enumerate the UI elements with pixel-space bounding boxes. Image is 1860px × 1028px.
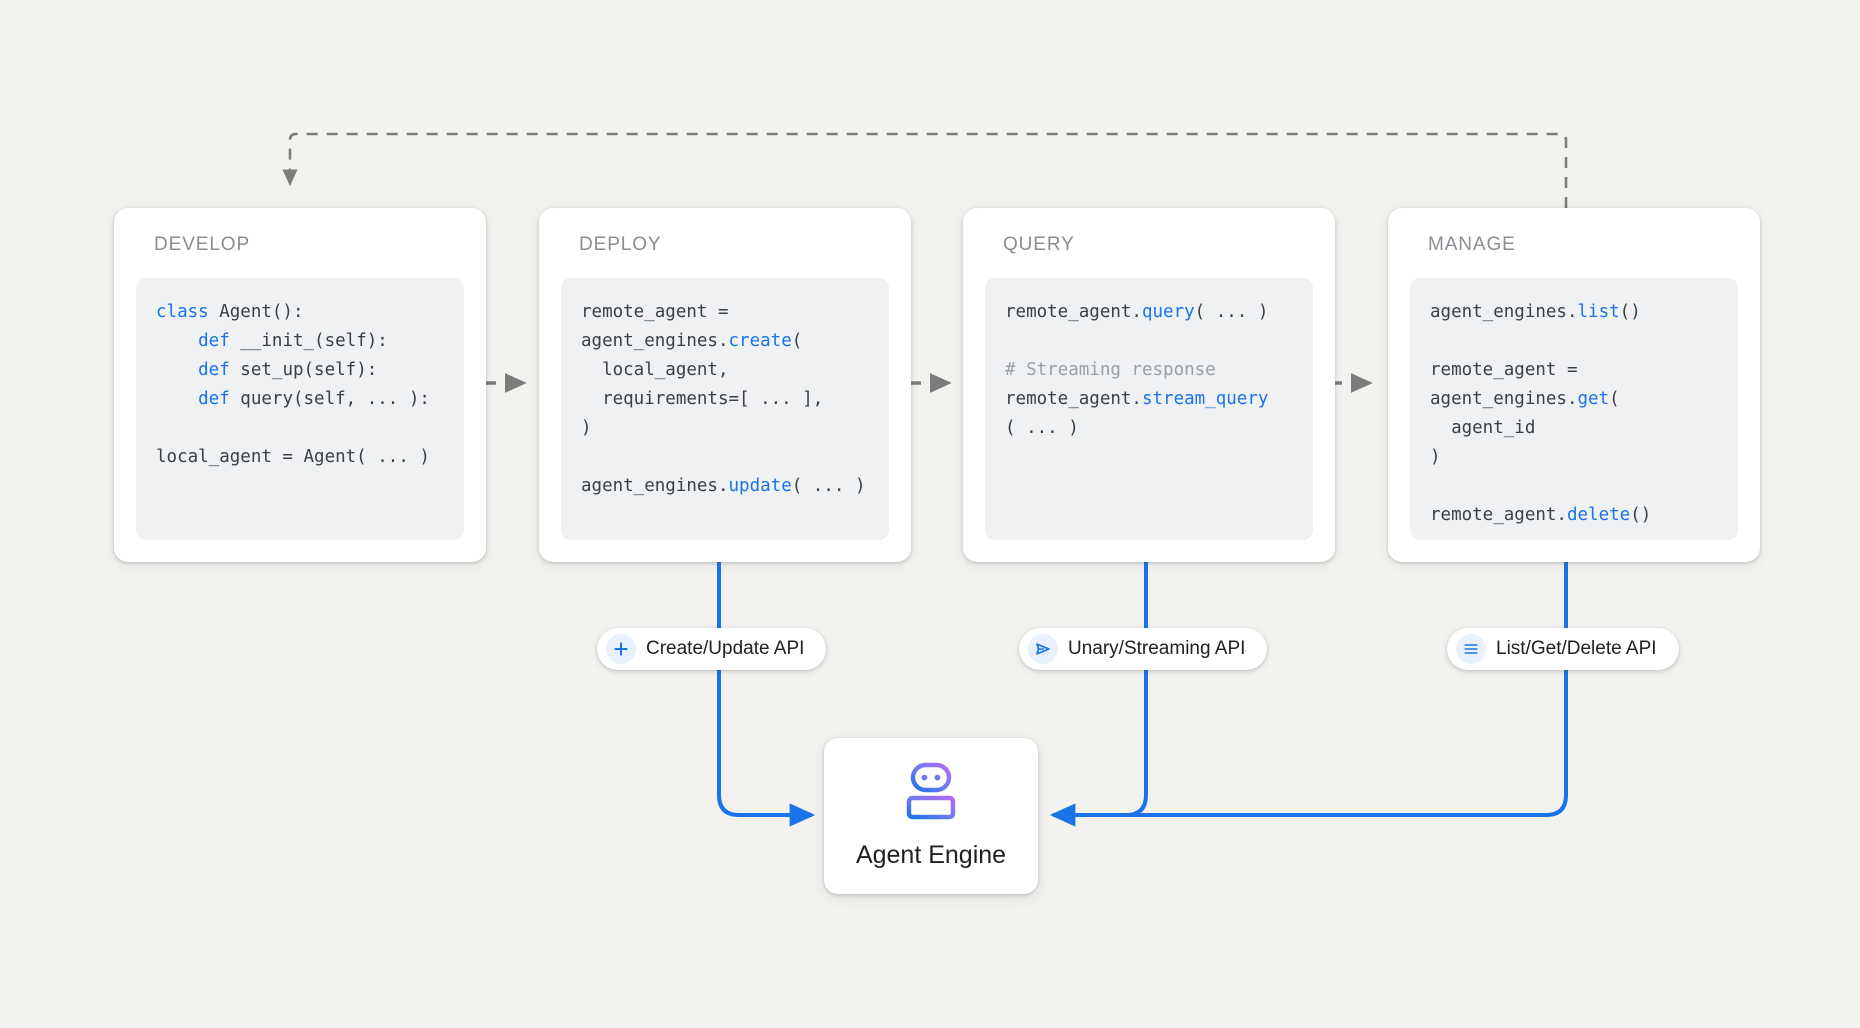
code-block-deploy: remote_agent = agent_engines.create( loc… <box>561 278 889 540</box>
agent-engine-label: Agent Engine <box>855 841 1007 869</box>
api-pill-list-get-delete[interactable]: List/Get/Delete API <box>1447 628 1679 670</box>
agent-engine-node[interactable]: Agent Engine <box>824 738 1038 894</box>
plus-icon <box>606 634 636 664</box>
code-block-develop: class Agent(): def __init_(self): def se… <box>136 278 464 540</box>
feedback-loop-connector <box>282 132 1568 208</box>
send-icon <box>1028 634 1058 664</box>
api-pill-label: Unary/Streaming API <box>1068 638 1246 659</box>
code-block-manage: agent_engines.list() remote_agent = agen… <box>1410 278 1738 540</box>
api-pill-label: Create/Update API <box>646 638 805 659</box>
stage-card-deploy[interactable]: DEPLOY remote_agent = agent_engines.crea… <box>539 208 911 562</box>
deploy-to-engine-wire <box>717 562 816 827</box>
stage-card-query[interactable]: QUERY remote_agent.query( ... ) # Stream… <box>963 208 1335 562</box>
list-icon <box>1456 634 1486 664</box>
api-pill-unary-streaming[interactable]: Unary/Streaming API <box>1019 628 1268 670</box>
query-to-engine-wire <box>1049 562 1148 827</box>
stage-title-develop: DEVELOP <box>154 234 251 255</box>
api-pill-create-update[interactable]: Create/Update API <box>597 628 827 670</box>
stage-title-deploy: DEPLOY <box>579 234 662 255</box>
stage-title-manage: MANAGE <box>1428 234 1516 255</box>
stage-title-query: QUERY <box>1003 234 1075 255</box>
stage-card-develop[interactable]: DEVELOP class Agent(): def __init_(self)… <box>114 208 486 562</box>
stage-card-manage[interactable]: MANAGE agent_engines.list() remote_agent… <box>1388 208 1760 562</box>
robot-icon <box>900 762 962 827</box>
code-block-query: remote_agent.query( ... ) # Streaming re… <box>985 278 1313 540</box>
manage-to-engine-wire <box>1053 562 1568 817</box>
api-pill-label: List/Get/Delete API <box>1496 638 1657 659</box>
